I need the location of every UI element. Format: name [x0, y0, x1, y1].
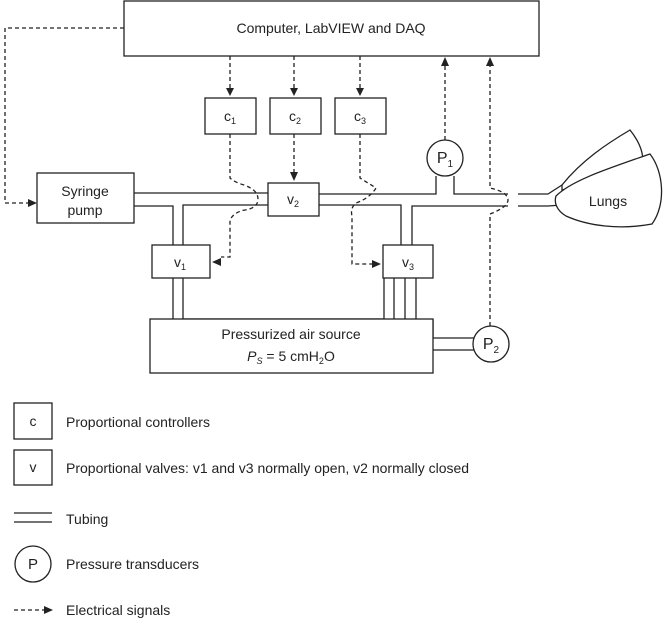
signal-lines [4, 27, 509, 326]
legend-transducer-label: Pressure transducers [66, 556, 199, 572]
valve-v3-label: v3 [402, 254, 414, 272]
valve-v1: v1 [151, 244, 211, 279]
lungs: Lungs [554, 129, 663, 228]
syringe-label-line2: pump [67, 202, 102, 218]
controller-c1-label: c1 [224, 108, 236, 126]
legend-controller: c Proportional controllers [13, 402, 210, 440]
signal-arrow-v2 [290, 172, 298, 181]
signal-arrow-v1 [212, 258, 221, 266]
legend-valve-symbol: v [30, 459, 37, 475]
computer-label: Computer, LabVIEW and DAQ [236, 20, 425, 36]
legend-signal-label: Electrical signals [66, 602, 170, 618]
legend-transducer-symbol: P [28, 556, 38, 573]
signal-arrow-p1 [441, 57, 449, 66]
valve-v2: v2 [267, 182, 320, 217]
legend-tubing: Tubing [14, 511, 108, 527]
computer-box: Computer, LabVIEW and DAQ [123, 0, 540, 57]
syringe-pump-box: Syringe pump [36, 172, 135, 224]
legend-transducer: P Pressure transducers [14, 545, 199, 583]
transducer-p1: P1 [426, 139, 464, 177]
valve-v1-label: v1 [174, 254, 186, 272]
transducer-p1-label: P1 [437, 150, 454, 170]
signal-arrow-c1 [226, 88, 234, 96]
legend: c Proportional controllers v Proportiona… [13, 402, 469, 618]
legend-valve-label: Proportional valves: v1 and v3 normally … [66, 460, 469, 476]
air-source-pressure: PS = 5 cmH2O [247, 348, 335, 366]
transducer-p2: P2 [472, 325, 510, 363]
valve-v2-label: v2 [287, 191, 299, 209]
controller-c2: c2 [269, 97, 322, 135]
signal-arrow-c2 [290, 88, 298, 96]
controller-c3-label: c3 [354, 108, 366, 126]
legend-valve: v Proportional valves: v1 and v3 normall… [13, 449, 469, 486]
signal-arrow-p2 [486, 57, 494, 66]
signal-arrow-v3 [372, 260, 381, 268]
legend-controller-label: Proportional controllers [66, 414, 210, 430]
legend-signal-arrow [44, 606, 53, 614]
legend-controller-symbol: c [30, 413, 37, 429]
signal-arrow-syringe [28, 199, 37, 207]
air-source-title: Pressurized air source [221, 326, 360, 342]
controller-c1: c1 [204, 97, 257, 135]
valve-v3: v3 [382, 244, 434, 279]
air-source-box: Pressurized air source PS = 5 cmH2O [149, 318, 434, 374]
controller-c3: c3 [334, 97, 387, 135]
signal-arrow-c3 [356, 88, 364, 96]
transducer-p2-label: P2 [483, 336, 500, 356]
controller-c2-label: c2 [289, 108, 301, 126]
legend-tubing-label: Tubing [66, 511, 108, 527]
lungs-label: Lungs [589, 193, 627, 209]
syringe-label-line1: Syringe [61, 183, 109, 199]
legend-signal: Electrical signals [14, 602, 170, 618]
